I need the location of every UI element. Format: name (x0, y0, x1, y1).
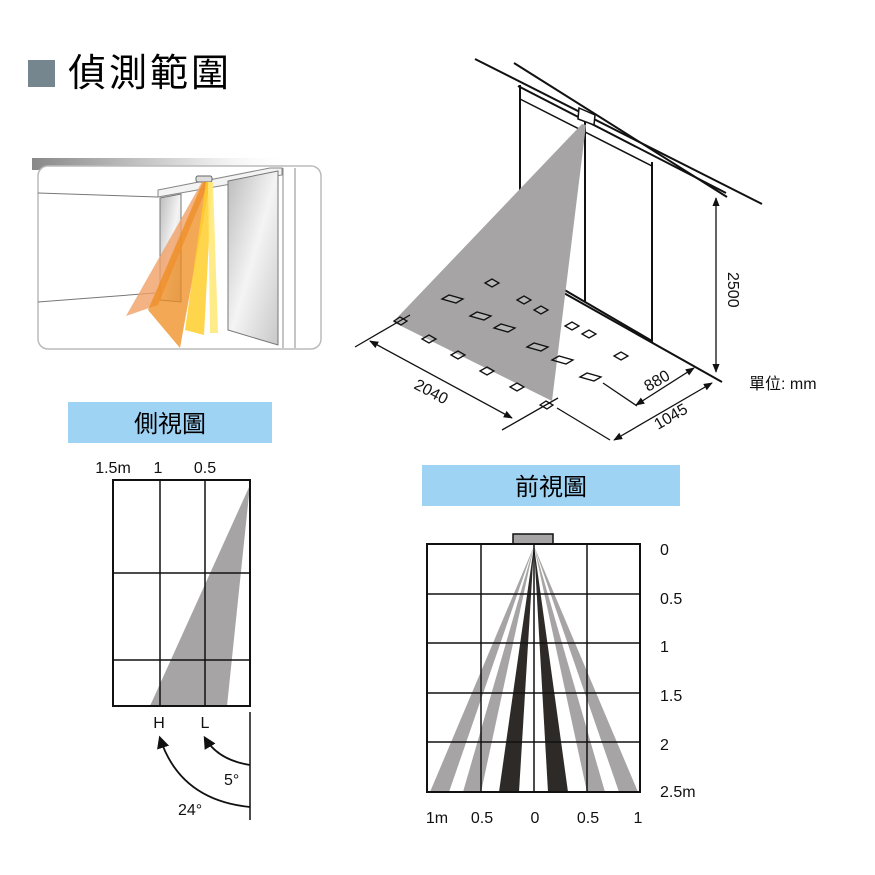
front-bottom-tick-0.5-left: 0.5 (471, 810, 493, 827)
beam-label-high: H (153, 715, 165, 732)
iso-sensor-icon (577, 106, 596, 127)
iso-detection-beam (393, 124, 586, 401)
front-view-label: 前視圖 (515, 473, 587, 501)
page-title: 偵測範圍 (28, 51, 232, 95)
front-sensor-icon (512, 533, 554, 545)
angle-low: 5° (224, 772, 239, 789)
front-right-tick-0.5: 0.5 (660, 591, 682, 608)
front-right-tick-2.5m: 2.5m (660, 784, 696, 801)
front-bottom-tick-0: 0 (531, 810, 540, 827)
side-view-label: 側視圖 (134, 410, 206, 438)
front-right-tick-2: 2 (660, 737, 669, 754)
height-dimension: 2500 (724, 272, 741, 308)
front-bottom-tick-0.5-right: 0.5 (577, 810, 599, 827)
front-right-tick-1: 1 (660, 639, 669, 656)
side-tick-0.5: 0.5 (194, 460, 216, 477)
isometric-installation-drawing (354, 58, 763, 441)
angle-high: 24° (178, 802, 202, 819)
door-sensor-illustration (32, 158, 322, 350)
dimension-lines (354, 197, 720, 441)
side-view-beam (150, 485, 250, 706)
front-bottom-tick-1m: 1m (426, 810, 448, 827)
side-view-label-box (68, 402, 272, 443)
unit-label: 單位: mm (749, 375, 817, 393)
beam-label-low: L (201, 715, 210, 732)
side-tick-1: 1 (154, 460, 163, 477)
front-right-tick-1.5: 1.5 (660, 688, 682, 705)
front-bottom-tick-1: 1 (634, 810, 643, 827)
front-right-tick-0: 0 (660, 542, 669, 559)
front-view-label-box (422, 465, 680, 506)
title-square-icon (28, 60, 55, 87)
title-text: 偵測範圍 (68, 51, 232, 95)
front-view-chart: 0 0.5 1 1.5 2 2.5m 1m 0.5 0 0.5 1 (426, 533, 696, 827)
outer-width-dimension: 1045 (652, 401, 691, 434)
side-tick-1.5m: 1.5m (95, 460, 131, 477)
side-view-chart: 1.5m 1 0.5 H L 5° 24° (95, 460, 251, 820)
